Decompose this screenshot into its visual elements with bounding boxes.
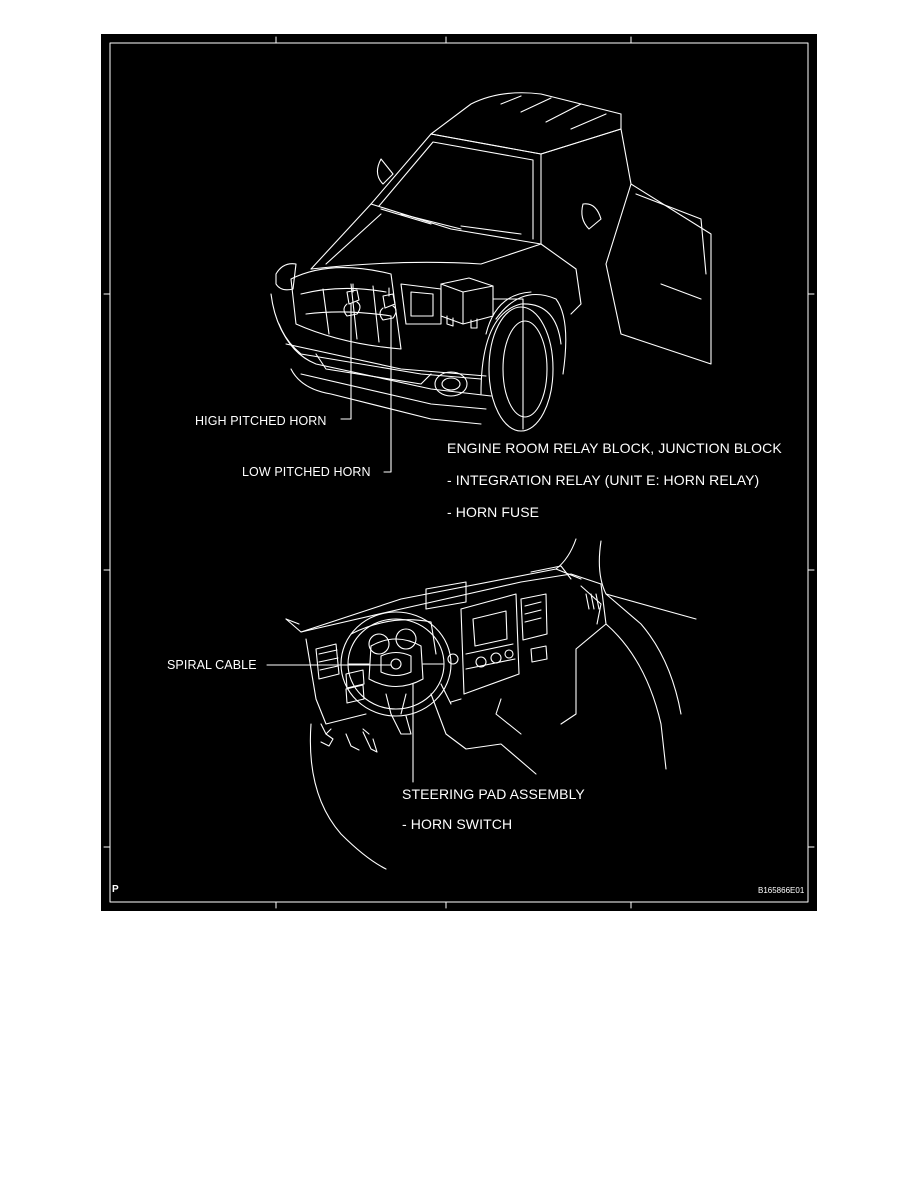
leader-low-horn: [383, 315, 392, 473]
leader-high-horn: [340, 303, 352, 420]
label-spiral-cable: SPIRAL CABLE: [167, 658, 257, 672]
label-steering-pad-assembly: STEERING PAD ASSEMBLY: [402, 786, 585, 802]
label-high-pitched-horn: HIGH PITCHED HORN: [195, 414, 327, 428]
vehicle-drawing: [270, 92, 712, 473]
figure-code: B165866E01: [758, 886, 805, 895]
label-engine-room-relay-block: ENGINE ROOM RELAY BLOCK, JUNCTION BLOCK: [447, 440, 782, 456]
corner-mark: P: [112, 884, 119, 895]
steering-wheel-part: [340, 611, 452, 717]
low-horn-part: [379, 287, 397, 321]
inner-frame: [109, 42, 809, 903]
label-integration-relay: - INTEGRATION RELAY (UNIT E: HORN RELAY): [447, 472, 760, 488]
frame-ticks: [103, 36, 815, 909]
leader-relay-block: [492, 298, 524, 430]
high-horn-part: [343, 283, 361, 317]
label-low-pitched-horn: LOW PITCHED HORN: [242, 465, 371, 479]
label-horn-fuse: - HORN FUSE: [447, 504, 540, 520]
interior-drawing: [266, 538, 697, 870]
diagram-panel: HIGH PITCHED HORN LOW PITCHED HORN ENGIN…: [101, 34, 817, 911]
label-horn-switch: - HORN SWITCH: [402, 816, 513, 832]
diagram-illustration: [103, 36, 815, 909]
relay-block-part: [440, 277, 494, 329]
